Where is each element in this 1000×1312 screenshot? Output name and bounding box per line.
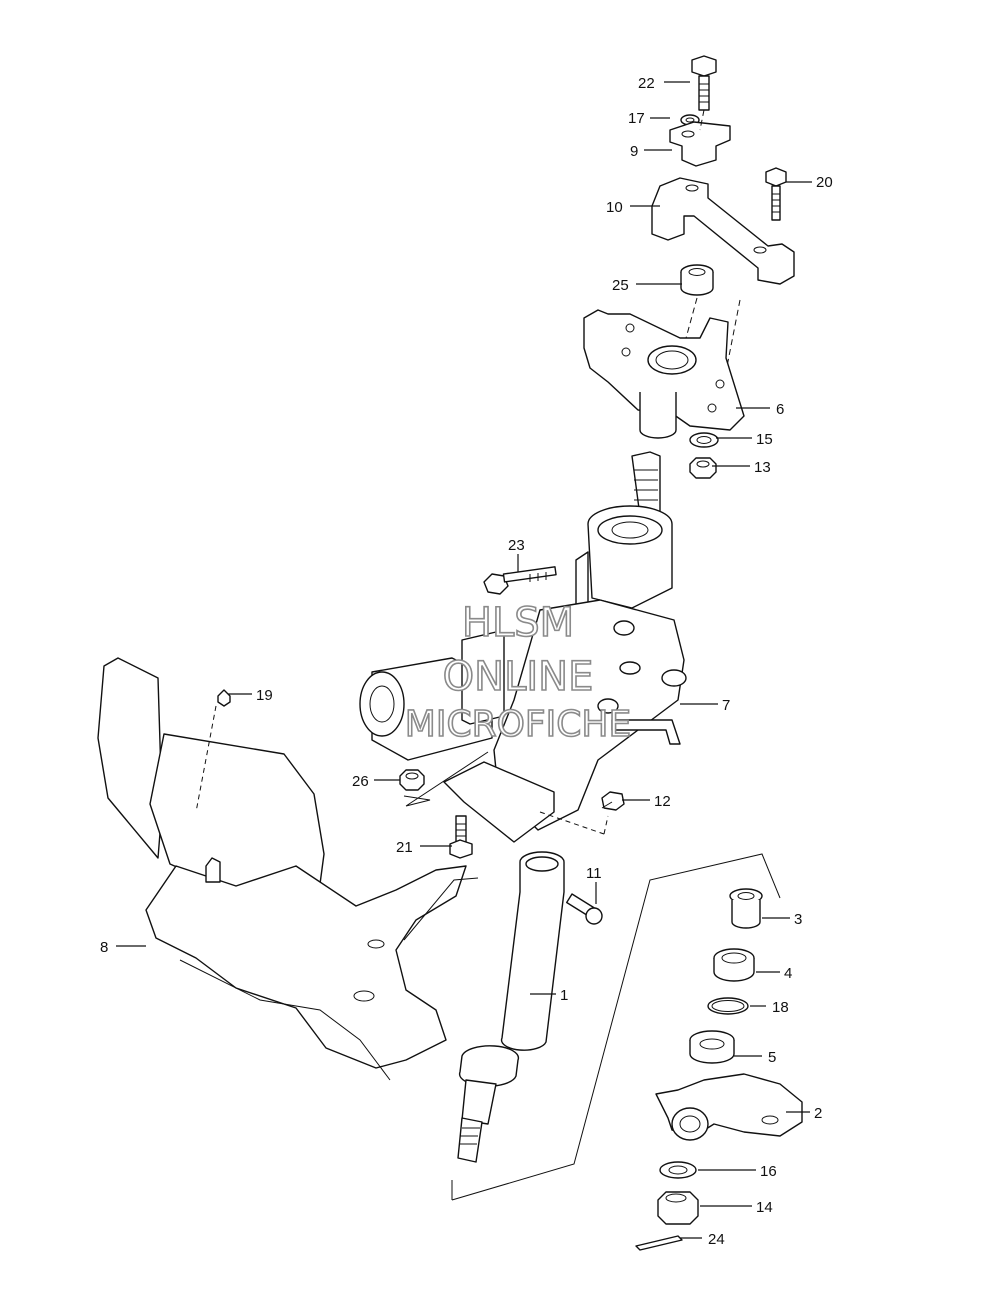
bolt-12[interactable]	[601, 791, 625, 811]
nut-13[interactable]	[689, 457, 717, 479]
bolt-23[interactable]	[483, 566, 557, 595]
bushing-3[interactable]	[729, 888, 763, 929]
cotter-pin-24[interactable]	[635, 1235, 683, 1251]
callout-8[interactable]: 8	[100, 939, 108, 956]
cover-8[interactable]	[97, 657, 479, 1081]
callout-15[interactable]: 15	[756, 431, 773, 448]
bolt-11[interactable]	[566, 893, 603, 925]
callout-26[interactable]: 26	[352, 773, 369, 790]
callout-12[interactable]: 12	[654, 793, 671, 810]
leader-lines	[116, 81, 812, 1239]
shaft-1[interactable]	[457, 851, 565, 1163]
callout-17[interactable]: 17	[628, 110, 645, 127]
washer-15[interactable]	[689, 432, 719, 448]
callout-7[interactable]: 7	[722, 697, 730, 714]
callout-9[interactable]: 9	[630, 143, 638, 160]
callout-labels: 22 17 9 10 20 25 6 15 13 23 7 19 26 12 2…	[100, 75, 833, 1248]
ring-18[interactable]	[707, 997, 749, 1015]
watermark-line-3: MICROFICHE	[405, 704, 631, 745]
callout-18[interactable]: 18	[772, 999, 789, 1016]
nut-14[interactable]	[657, 1191, 699, 1225]
callout-16[interactable]: 16	[760, 1163, 777, 1180]
callout-1[interactable]: 1	[560, 987, 568, 1004]
gear-housing-7[interactable]	[443, 451, 687, 843]
callout-23[interactable]: 23	[508, 537, 525, 554]
callout-11[interactable]: 11	[586, 865, 602, 882]
bolt-26[interactable]	[399, 769, 425, 791]
callout-6[interactable]: 6	[776, 401, 784, 418]
bolt-21[interactable]	[449, 815, 473, 859]
callout-13[interactable]: 13	[754, 459, 771, 476]
callout-4[interactable]: 4	[784, 965, 792, 982]
callout-3[interactable]: 3	[794, 911, 802, 928]
callout-21[interactable]: 21	[396, 839, 413, 856]
callout-5[interactable]: 5	[768, 1049, 776, 1066]
callout-19[interactable]: 19	[256, 687, 273, 704]
watermark-line-1: HLSM	[462, 600, 574, 646]
seal-5[interactable]	[689, 1030, 735, 1064]
watermark: HLSM ONLINE MICROFICHE	[404, 599, 632, 746]
washer-16[interactable]	[659, 1161, 697, 1179]
callout-10[interactable]: 10	[606, 199, 623, 216]
arm-2[interactable]	[655, 1073, 803, 1141]
bushing-25[interactable]	[680, 264, 714, 296]
callout-20[interactable]: 20	[816, 174, 833, 191]
top-plate-6[interactable]	[583, 309, 745, 439]
clamp-9[interactable]	[669, 121, 731, 167]
callout-22[interactable]: 22	[638, 75, 655, 92]
watermark-line-2: ONLINE	[443, 654, 594, 700]
callout-2[interactable]: 2	[814, 1105, 822, 1122]
bracket-10[interactable]	[651, 177, 795, 285]
callout-24[interactable]: 24	[708, 1231, 725, 1248]
bolt-20[interactable]	[765, 167, 787, 221]
callout-14[interactable]: 14	[756, 1199, 773, 1216]
callout-25[interactable]: 25	[612, 277, 629, 294]
bolt-22[interactable]	[691, 55, 717, 111]
motor[interactable]	[359, 631, 505, 761]
seal-4[interactable]	[713, 948, 755, 982]
